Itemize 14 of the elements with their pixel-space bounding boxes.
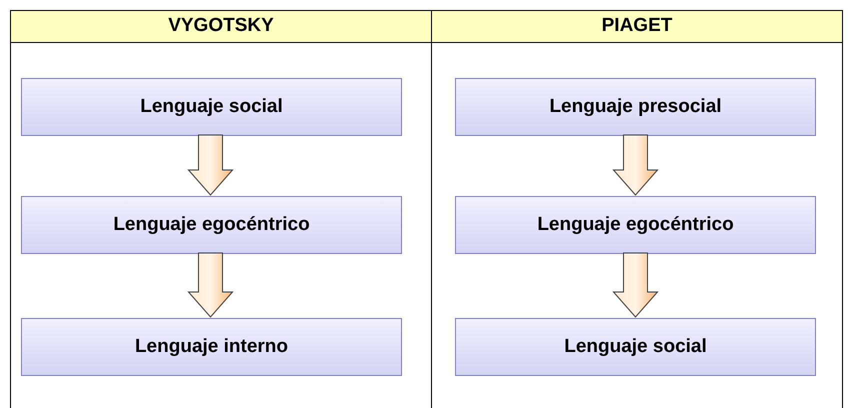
block-arrow bbox=[612, 134, 659, 196]
process-box: Lenguaje social bbox=[455, 318, 816, 376]
process-box: Lenguaje egocéntrico bbox=[455, 196, 816, 254]
process-box: Lenguaje social bbox=[21, 78, 402, 136]
table-column bbox=[432, 10, 843, 408]
column-header: VYGOTSKY bbox=[11, 11, 431, 43]
block-arrow bbox=[612, 252, 659, 318]
block-arrow bbox=[187, 134, 234, 196]
block-arrow bbox=[187, 252, 234, 318]
column-header: PIAGET bbox=[432, 11, 842, 43]
process-box: Lenguaje egocéntrico bbox=[21, 196, 402, 254]
table-column bbox=[10, 10, 432, 408]
process-box: Lenguaje presocial bbox=[455, 78, 816, 136]
process-box: Lenguaje interno bbox=[21, 318, 402, 376]
